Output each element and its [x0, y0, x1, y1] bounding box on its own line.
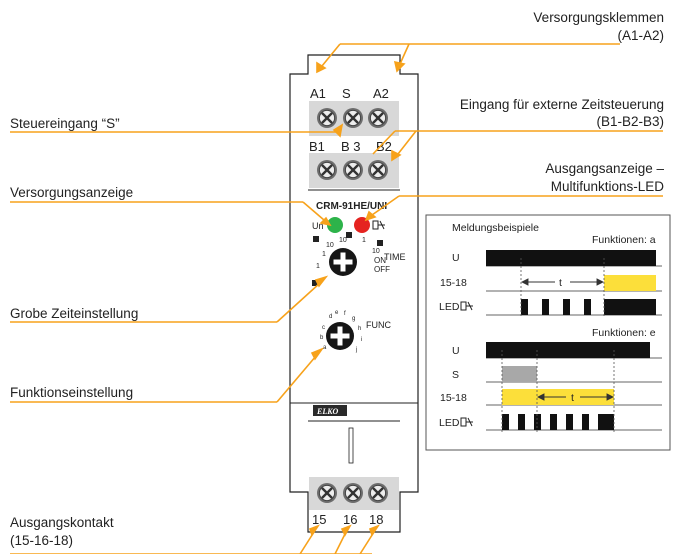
screw-b1-icon — [315, 158, 339, 182]
func-letter-e: e — [335, 310, 339, 316]
inset-row-u-a: U — [452, 252, 460, 264]
time-mark-3: 10 — [339, 237, 347, 244]
label-ext-time-2: (B1-B2-B3) — [596, 114, 664, 129]
inset-t-label-a: t — [559, 277, 562, 289]
brand-plate — [313, 405, 347, 416]
label-output-indicator-1: Ausgangsanzeige – — [545, 161, 664, 176]
screw-s-icon — [341, 106, 365, 130]
range-marker-m-icon — [313, 236, 319, 242]
range-marker-icon — [346, 232, 352, 238]
inset-row-1518-a: 15-18 — [440, 277, 467, 289]
range-marker-h-icon — [377, 240, 383, 246]
func-scale: e d c b a f g h i j — [320, 310, 362, 353]
func-letter-d: d — [329, 314, 332, 320]
supply-led-icon — [327, 217, 343, 233]
timing-inset: Meldungsbeispiele Funktionen: a Funktion… — [425, 214, 671, 451]
inset-title: Meldungsbeispiele — [452, 222, 539, 234]
func-letter-f: f — [344, 311, 346, 317]
time-mark-6: 1 — [316, 263, 320, 270]
terminal-label-b1: B1 — [309, 139, 325, 154]
inset-row-s-e: S — [452, 369, 459, 381]
inset-row-1518-e: 15-18 — [440, 392, 467, 404]
label-coarse-time: Grobe Zeiteinstellung — [10, 306, 138, 321]
led-un-label: Un — [312, 221, 324, 231]
func-letter-j: j — [355, 347, 357, 353]
label-control-input: Steuereingang “S” — [10, 116, 120, 131]
inset-t-label-e: t — [571, 392, 574, 404]
time-scale: 1 10 10 1 10 1 ON OFF — [316, 237, 390, 274]
terminal-label-b2: B2 — [376, 139, 392, 154]
label-output-contact-2: (15-16-18) — [10, 533, 73, 548]
terminal-label-18: 18 — [369, 512, 383, 527]
time-label: TIME — [384, 252, 406, 262]
screw-a2-icon — [366, 106, 390, 130]
terminal-label-a1: A1 — [310, 86, 326, 101]
terminal-block-bottom — [309, 477, 399, 510]
func-label: FUNC — [366, 320, 391, 330]
func-letter-b: b — [320, 335, 324, 341]
callout-lines — [10, 43, 663, 554]
time-mark-2: 10 — [326, 242, 334, 249]
range-marker-s-icon — [312, 280, 318, 286]
output-led-icon — [354, 217, 370, 233]
terminal-block-top — [309, 101, 399, 136]
terminal-label-b3: B 3 — [341, 139, 361, 154]
screw-15-icon — [315, 481, 339, 505]
inset-func-e: Funktionen: e — [592, 327, 656, 339]
screw-a1-icon — [315, 106, 339, 130]
screw-16-icon — [341, 481, 365, 505]
func-letter-i: i — [361, 337, 362, 343]
time-off-label: OFF — [374, 265, 390, 274]
time-dial-knob[interactable] — [328, 247, 358, 277]
terminal-block-mid — [309, 153, 399, 188]
label-output-contact-1: Ausgangskontakt — [10, 515, 114, 530]
terminal-label-16: 16 — [343, 512, 357, 527]
brand-label: ELKO — [316, 407, 339, 416]
func-letter-g: g — [352, 316, 355, 322]
func-letter-h: h — [358, 326, 361, 332]
time-on-label: ON — [374, 256, 386, 265]
inset-row-led-a: LED — [439, 301, 460, 313]
inset-func-a: Funktionen: a — [592, 234, 656, 246]
label-function-setting: Funktionseinstellung — [10, 385, 133, 400]
func-letter-a: a — [323, 345, 327, 351]
inset-row-u-e: U — [452, 345, 460, 357]
time-mark-1: 1 — [322, 251, 326, 258]
terminal-label-15: 15 — [312, 512, 326, 527]
screw-b3-icon — [341, 158, 365, 182]
label-supply-terminals-1: Versorgungsklemmen — [533, 10, 664, 25]
screw-18-icon — [366, 481, 390, 505]
time-mark-5: 10 — [372, 248, 380, 255]
terminal-label-a2: A2 — [373, 86, 389, 101]
time-mark-4: 1 — [362, 237, 366, 244]
label-supply-indicator: Versorgungsanzeige — [10, 185, 133, 200]
model-label: CRM-91HE/UNI — [316, 201, 387, 212]
func-letter-c: c — [322, 325, 325, 331]
inset-row-led-e: LED — [439, 417, 460, 429]
func-dial-knob[interactable] — [325, 321, 355, 351]
label-output-indicator-2: Multifunktions-LED — [551, 179, 665, 194]
front-slot — [348, 427, 354, 464]
terminal-label-s: S — [342, 86, 351, 101]
label-supply-terminals-2: (A1-A2) — [617, 28, 664, 43]
label-ext-time-1: Eingang für externe Zeitsteuerung — [460, 97, 664, 112]
screw-b2-icon — [366, 158, 390, 182]
